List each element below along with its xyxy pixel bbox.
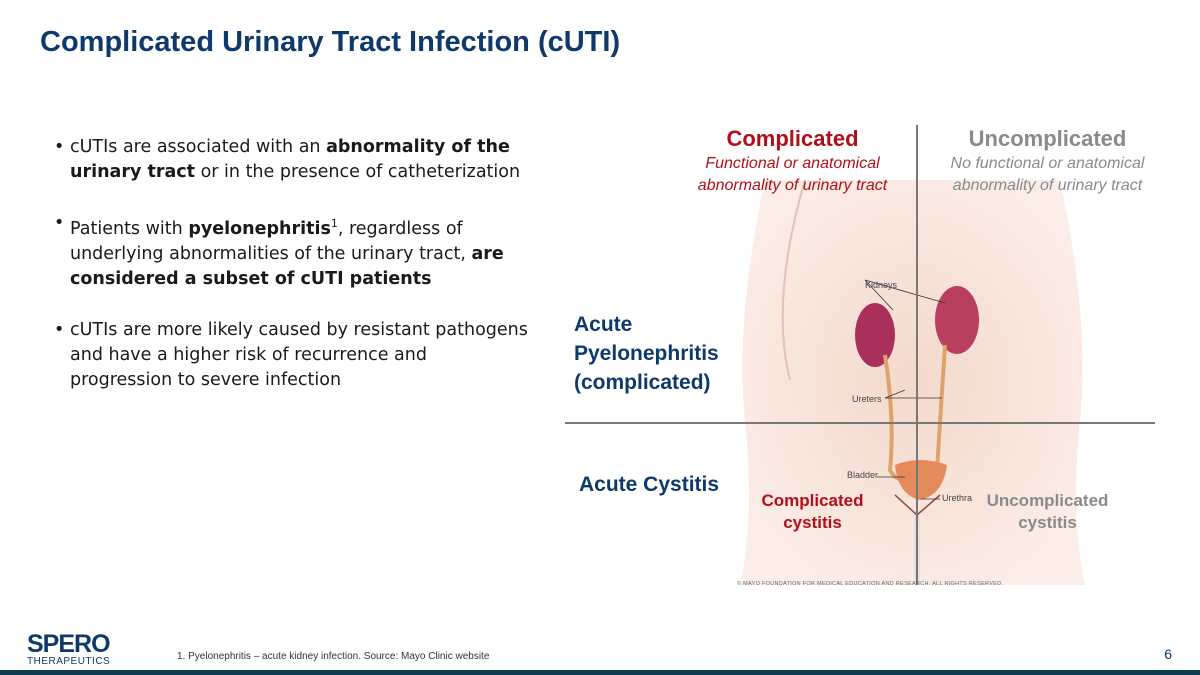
bullet-item: cUTIs are more likely caused by resistan…: [54, 318, 530, 393]
kidneys-label: Kidneys: [865, 280, 898, 290]
footer-bar: [0, 670, 1200, 675]
ureters-label: Ureters: [852, 394, 882, 404]
anatomy-illustration: [565, 125, 1155, 585]
footnote: 1. Pyelonephritis – acute kidney infecti…: [177, 651, 490, 662]
bullet-item: Patients with pyelonephritis1, regardles…: [54, 211, 530, 292]
spero-logo: SPERO THERAPEUTICS: [27, 630, 111, 668]
slide-title: Complicated Urinary Tract Infection (cUT…: [40, 26, 621, 58]
row-label-cystitis: Acute Cystitis: [579, 473, 720, 496]
complicated-cystitis-label: Complicated cystitis: [761, 491, 864, 532]
bladder-label: Bladder: [847, 470, 879, 480]
row-label-pyelonephritis: Acute Pyelonephritis (complicated): [574, 313, 719, 394]
bullet-list: cUTIs are associated with an abnormality…: [54, 135, 530, 419]
copyright-text: © MAYO FOUNDATION FOR MEDICAL EDUCATION …: [737, 581, 1004, 587]
uncomplicated-cystitis-label: Uncomplicated cystitis: [986, 491, 1109, 532]
page-number: 6: [1164, 646, 1172, 662]
bullet-item: cUTIs are associated with an abnormality…: [54, 135, 530, 185]
urethra-label: Urethra: [942, 493, 973, 503]
